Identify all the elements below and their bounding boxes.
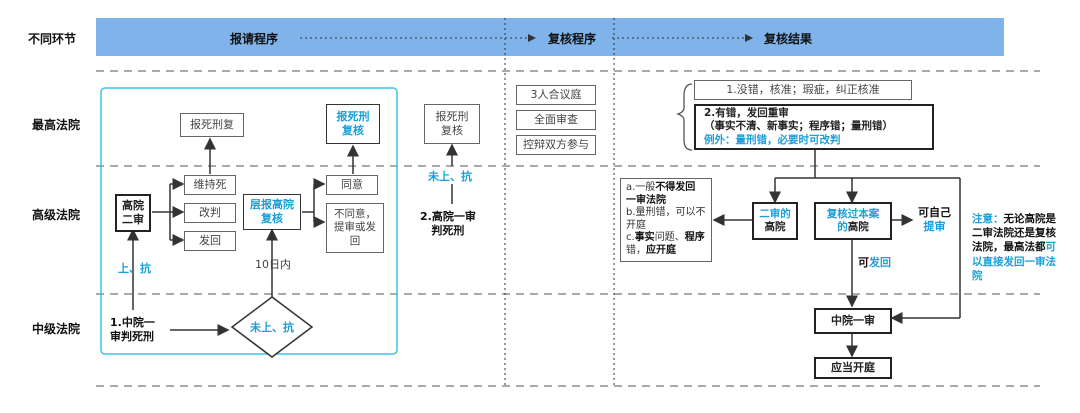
- report-death-review-blue-box: 报死刑 复核: [326, 104, 380, 144]
- reviewed-high-court: 高院: [847, 221, 869, 233]
- second-trial-high-line1: 二审的: [759, 207, 791, 220]
- layer-report-high-court-box: 层报高院 复核: [243, 194, 301, 230]
- note-c-issue: 问题、: [654, 232, 685, 243]
- row-intermediate: 中级法院: [31, 322, 80, 336]
- row-high: 高级法院: [31, 208, 80, 222]
- result-approve-box: 1.没错，核准；瑕疵，纠正核准: [694, 80, 912, 100]
- self-retry-line1: 可自己: [918, 206, 951, 219]
- no-appeal-diamond-label: 未上、抗: [250, 321, 294, 334]
- attention-note: 注意：无论高院是二审法院还是复核法院，最高法都可以直接发回一审法院: [972, 212, 1064, 283]
- full-review-box: 全面审查: [516, 110, 596, 130]
- stage-label: 不同环节: [28, 32, 77, 46]
- report-death-review-box: 报死刑复: [180, 113, 244, 137]
- attention-title: 注意：: [972, 213, 1004, 225]
- result-error-exception: 例外：量刑错，必要时可改判: [704, 133, 841, 146]
- intermediate-first-trial-box: 中院一审: [814, 308, 892, 334]
- may-remand-prefix: 可: [858, 256, 869, 269]
- result-error-detail: （事实不清、新事实；程序错；量刑错）: [704, 120, 893, 133]
- remand-box: 发回: [184, 231, 236, 251]
- maintain-death-box: 维持死: [184, 175, 236, 195]
- high-first-trial-label: 2.高院一审 判死刑: [420, 210, 476, 238]
- note-c-prefix: c.: [626, 232, 635, 243]
- step-review: 复核程序: [548, 32, 597, 46]
- step-report: 报请程序: [230, 32, 279, 46]
- note-c-hearing: 应开庭: [646, 244, 676, 256]
- attention-body: 无论高院是二审法院还是复核法院，最高法都: [972, 213, 1056, 254]
- reviewed-high-line1: 复核过本案: [826, 207, 880, 220]
- change-verdict-box: 改判: [184, 203, 236, 223]
- ten-days-label: 10日内: [255, 258, 291, 271]
- three-judge-panel-box: 3人合议庭: [516, 85, 596, 105]
- agree-box: 同意: [326, 175, 378, 195]
- self-retry-line2: 提审: [923, 220, 946, 234]
- disagree-box: 不同意， 提审或发 回: [326, 203, 384, 253]
- may-remand-word: 发回: [869, 256, 891, 269]
- reviewed-high-court-box: 复核过本案 的高院: [814, 202, 892, 240]
- note-a-prefix: a.一般: [626, 182, 656, 193]
- note-c-fact: 事实: [634, 232, 655, 243]
- second-trial-high-court-box: 二审的 高院: [752, 202, 798, 240]
- note-c-proc1: 程: [684, 232, 695, 243]
- attention-end: 可以直接发回一审法院: [972, 241, 1056, 282]
- high-court-second-trial-box: 高院 二审: [115, 194, 151, 232]
- header-bar: [96, 18, 1004, 56]
- report-death-review-blue-line1: 报死刑: [336, 110, 370, 124]
- remand-notes-box: a.一般不得发回 一审法院 b.量刑错，可以不开庭 c.事实问题、程序错，应开庭: [620, 178, 712, 262]
- appeal-protest-label: 上、抗: [118, 262, 151, 275]
- note-c-err: 错，: [626, 244, 646, 256]
- note-b: b.量刑错，可以不开庭: [626, 207, 706, 231]
- middle-no-appeal-label: 未上、抗: [428, 170, 472, 183]
- both-parties-box: 控辩双方参与: [516, 135, 596, 155]
- second-trial-high-line2: 高院: [764, 221, 786, 233]
- note-c-proc2: 序: [694, 232, 705, 243]
- note-a-strong: 不得发回: [655, 182, 696, 193]
- row-supreme: 最高法院: [31, 118, 80, 132]
- result-error-title: 2.有错，发回重审: [704, 107, 789, 120]
- step-result: 复核结果: [764, 32, 813, 46]
- result-error-box: 2.有错，发回重审 （事实不清、新事实；程序错；量刑错） 例外：量刑错，必要时可…: [694, 104, 934, 150]
- self-retry-label: 可自己 提审: [918, 206, 951, 235]
- note-a-court: 一审法院: [626, 194, 666, 206]
- may-remand-label: 可发回: [858, 256, 891, 270]
- intermediate-first-trial-label: 1.中院一 审判死刑: [110, 316, 155, 344]
- middle-report-review-box: 报死刑 复核: [424, 104, 480, 144]
- should-hold-hearing-box: 应当开庭: [814, 357, 892, 379]
- reviewed-high-of: 的: [837, 221, 848, 233]
- report-death-review-blue-line2: 复核: [342, 124, 364, 137]
